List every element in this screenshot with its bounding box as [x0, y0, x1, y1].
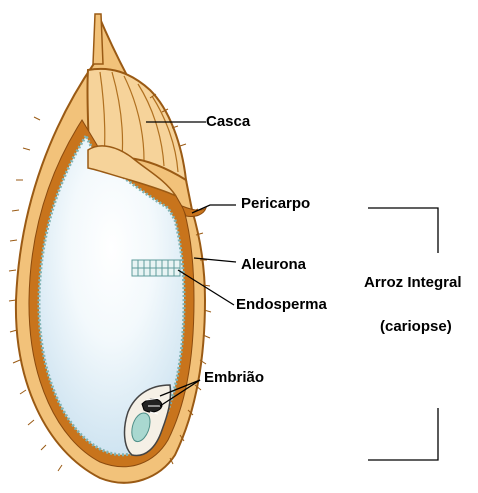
label-casca: Casca	[206, 113, 250, 130]
label-endosperma: Endosperma	[236, 296, 327, 313]
label-pericarpo: Pericarpo	[241, 195, 310, 212]
label-aleurona: Aleurona	[241, 256, 306, 273]
hull-awn	[93, 14, 103, 64]
label-embriao: Embrião	[204, 369, 264, 386]
group-title: Arroz Integral	[364, 274, 462, 291]
pericarp-notch	[182, 206, 206, 217]
group-subtitle: (cariopse)	[380, 318, 452, 335]
endosperm-cells	[132, 260, 180, 276]
